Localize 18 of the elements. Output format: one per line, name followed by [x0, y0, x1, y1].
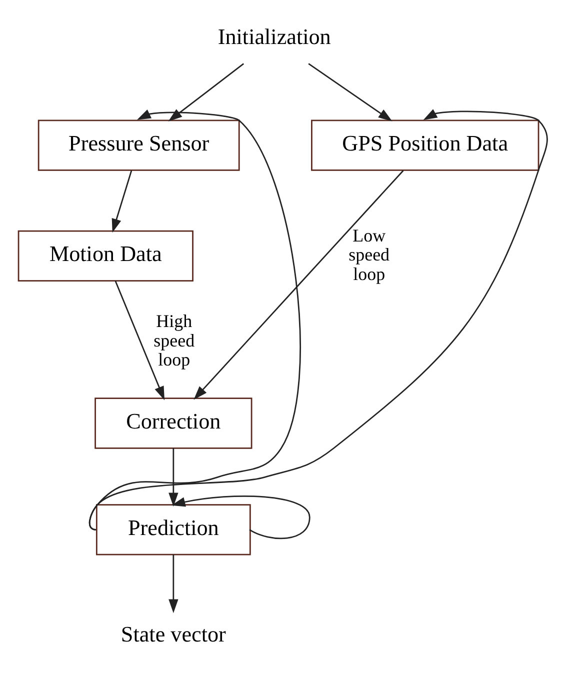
node-text: Initialization	[218, 24, 331, 50]
arrow	[171, 496, 310, 540]
edge-label: Low speed loop	[348, 225, 390, 284]
arrow	[308, 63, 392, 122]
arrow	[168, 448, 178, 507]
node-box: Prediction	[96, 504, 251, 556]
edge-label: High speed loop	[154, 310, 195, 370]
arrow	[168, 63, 244, 122]
arrow	[194, 170, 404, 400]
node-box: Correction	[94, 398, 252, 449]
arrow	[89, 109, 548, 530]
node-text: State vector	[120, 621, 226, 646]
arrow	[112, 170, 132, 233]
arrow	[168, 554, 178, 614]
node-box: Motion Data	[18, 230, 194, 282]
arrow	[114, 280, 165, 400]
node-box: GPS Position Data	[311, 120, 540, 171]
node-box: Pressure Sensor	[38, 120, 240, 171]
